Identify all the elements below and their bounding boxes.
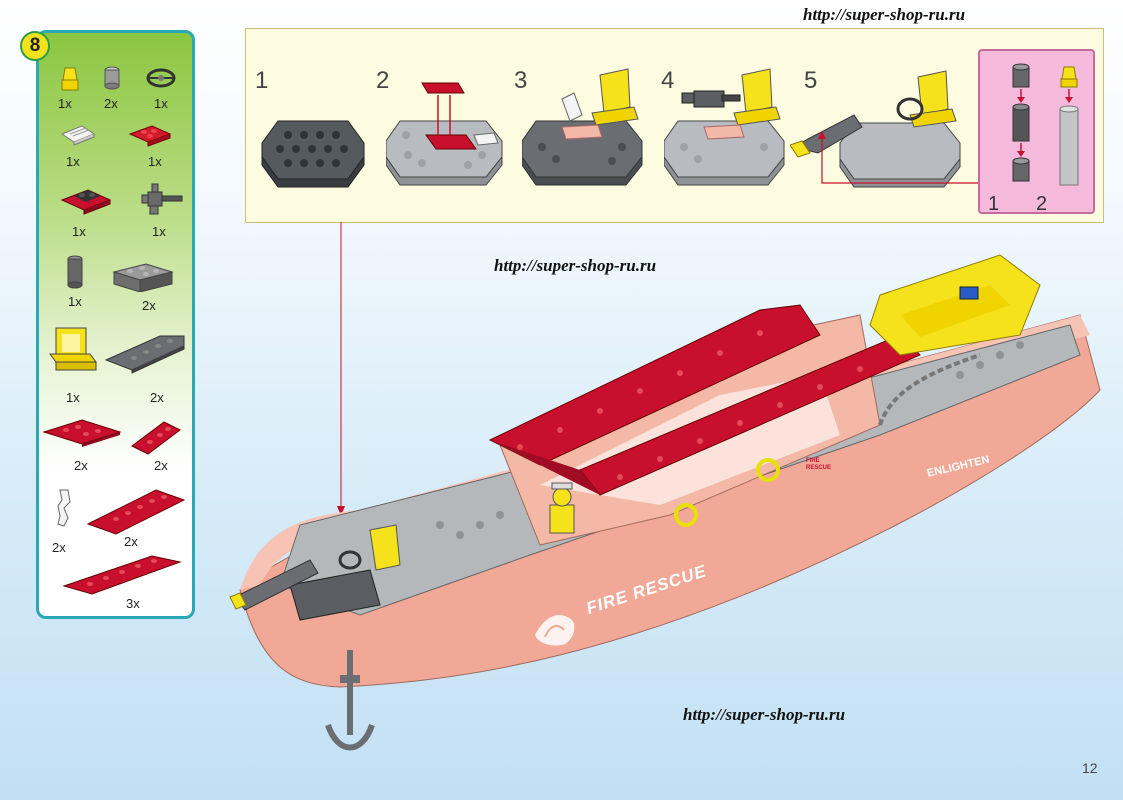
red-plate-1x8-icon bbox=[62, 552, 182, 598]
white-grille-tile-icon bbox=[60, 124, 96, 146]
gray-gun-piece-icon bbox=[138, 182, 184, 216]
red-plate-2x4-a-icon bbox=[42, 418, 122, 448]
part-qty: 1x bbox=[152, 224, 166, 239]
assembly-step-1: 1 bbox=[255, 67, 269, 94]
page-number: 12 bbox=[1082, 760, 1098, 776]
red-plate-2x6-icon bbox=[86, 486, 186, 536]
steering-wheel-icon bbox=[146, 64, 176, 92]
part-qty: 1x bbox=[154, 96, 168, 111]
watermark-bottom: http://super-shop-ru.ru bbox=[683, 705, 846, 724]
red-plate-special-icon bbox=[126, 122, 174, 148]
gray-wedge-plate-icon bbox=[104, 330, 186, 374]
yellow-cone-piece-icon bbox=[58, 64, 82, 94]
part-qty: 2x bbox=[154, 458, 168, 473]
sub-step-2-parts-icon bbox=[1059, 66, 1079, 186]
assembly-arrow-icon bbox=[818, 131, 978, 184]
step-3-assembly-icon bbox=[522, 68, 643, 186]
step-number-badge: 8 bbox=[20, 31, 50, 61]
part-qty: 2x bbox=[142, 298, 156, 313]
sub-step-2-number: 2 bbox=[1036, 193, 1048, 215]
gray-cylinder-icon bbox=[64, 254, 86, 290]
cabin-emblem-text: FIRE RESCUE bbox=[806, 458, 832, 471]
step-4-assembly-icon bbox=[664, 68, 785, 186]
step-2-assembly-icon bbox=[386, 82, 503, 186]
gray-brick-2x4-icon bbox=[112, 262, 174, 292]
placement-pointer-icon bbox=[337, 222, 345, 516]
part-qty: 1x bbox=[68, 294, 82, 309]
assembly-step-4: 4 bbox=[661, 67, 675, 94]
part-qty: 1x bbox=[58, 96, 72, 111]
red-black-plate-icon bbox=[60, 186, 112, 216]
step-1-base-icon bbox=[261, 120, 365, 188]
part-qty: 1x bbox=[148, 154, 162, 169]
white-hinge-icon bbox=[54, 488, 76, 528]
part-qty: 1x bbox=[66, 154, 80, 169]
part-qty: 2x bbox=[104, 96, 118, 111]
assembly-step-5: 5 bbox=[804, 67, 818, 94]
red-plate-2x4-b-icon bbox=[130, 418, 182, 458]
part-qty: 3x bbox=[126, 596, 140, 611]
assembly-step-2: 2 bbox=[376, 67, 390, 94]
assembly-step-3: 3 bbox=[514, 67, 528, 94]
step-5-assembly-icon bbox=[790, 70, 961, 188]
sub-assembly-panel: 1 2 3 4 5 bbox=[245, 28, 1104, 223]
part-qty: 2x bbox=[150, 390, 164, 405]
sub-assembly-box: 1 2 bbox=[978, 49, 1095, 215]
part-qty: 1x bbox=[66, 390, 80, 405]
part-qty: 2x bbox=[124, 534, 138, 549]
part-qty: 2x bbox=[74, 458, 88, 473]
sub-step-1-number: 1 bbox=[988, 193, 1000, 215]
part-qty: 2x bbox=[52, 540, 66, 555]
fire-rescue-boat-illustration bbox=[229, 254, 1101, 751]
watermark-middle: http://super-shop-ru.ru bbox=[494, 256, 657, 275]
watermark-top: http://super-shop-ru.ru bbox=[803, 5, 966, 24]
sub-step-1-parts-icon bbox=[1012, 63, 1030, 182]
gray-round-brick-icon bbox=[102, 64, 122, 94]
yellow-seat-icon bbox=[46, 324, 100, 376]
part-qty: 1x bbox=[72, 224, 86, 239]
